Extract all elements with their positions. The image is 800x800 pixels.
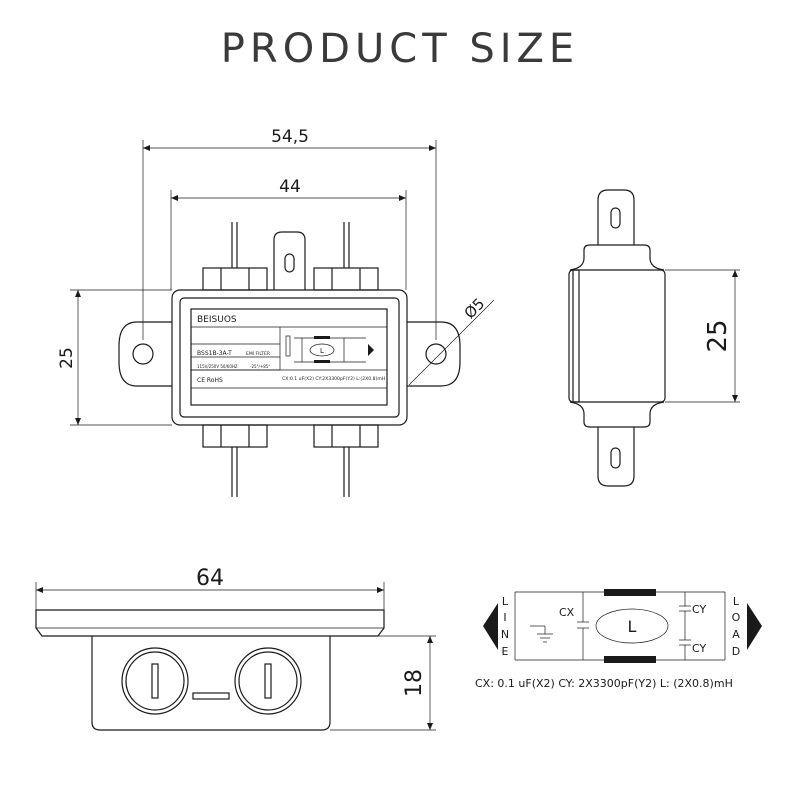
cy-bottom-label: CY (692, 642, 706, 655)
side-view: 25 (568, 189, 740, 487)
dim-body-width: 44 (279, 177, 301, 197)
cx-label: CX (559, 606, 575, 619)
load-letter-4: D (732, 645, 740, 658)
load-letter-3: A (732, 628, 740, 641)
line-letter-4: E (502, 645, 509, 658)
bottom-view: 64 18 (35, 566, 436, 731)
label-temp: -25°/+85° (250, 364, 270, 369)
label-cert: CE RoHS (197, 377, 223, 384)
line-letter-2: I (503, 611, 506, 624)
dim-front-height: 25 (57, 347, 77, 369)
label-schematic: L (285, 335, 374, 363)
dim-hole-diameter: Ø5 (461, 295, 489, 323)
label-rating: 115V/250V 50/60HZ (197, 364, 238, 369)
front-view: 54,5 44 25 Ø5 (57, 127, 495, 497)
label-brand: BEISUOS (197, 315, 237, 325)
dim-bottom-depth: 18 (402, 669, 427, 697)
dim-bottom-width: 64 (196, 566, 224, 591)
line-letter-3: N (501, 628, 509, 641)
dim-side-height: 25 (703, 319, 733, 352)
label-type: EMI FILTER (246, 351, 270, 357)
dim-overall-width: 54,5 (271, 127, 309, 147)
circuit-schematic: L I N E CX L CY CY (475, 589, 762, 690)
svg-text:L: L (320, 347, 324, 355)
label-model: BSS1B-3A-T (197, 350, 232, 357)
line-letter-1: L (502, 595, 509, 608)
schematic-spec: CX: 0.1 uF(X2) CY: 2X3300pF(Y2) L: (2X0.… (475, 677, 733, 690)
inductor-label: L (628, 617, 637, 636)
load-letter-1: L (733, 595, 740, 608)
load-letter-2: O (732, 611, 741, 624)
cy-top-label: CY (692, 603, 706, 616)
label-spec: CX:0.1 uF(X2) CY:2X3300pF(Y2) L:(2X0.8)m… (282, 376, 385, 382)
page-title: PRODUCT SIZE (220, 26, 580, 72)
